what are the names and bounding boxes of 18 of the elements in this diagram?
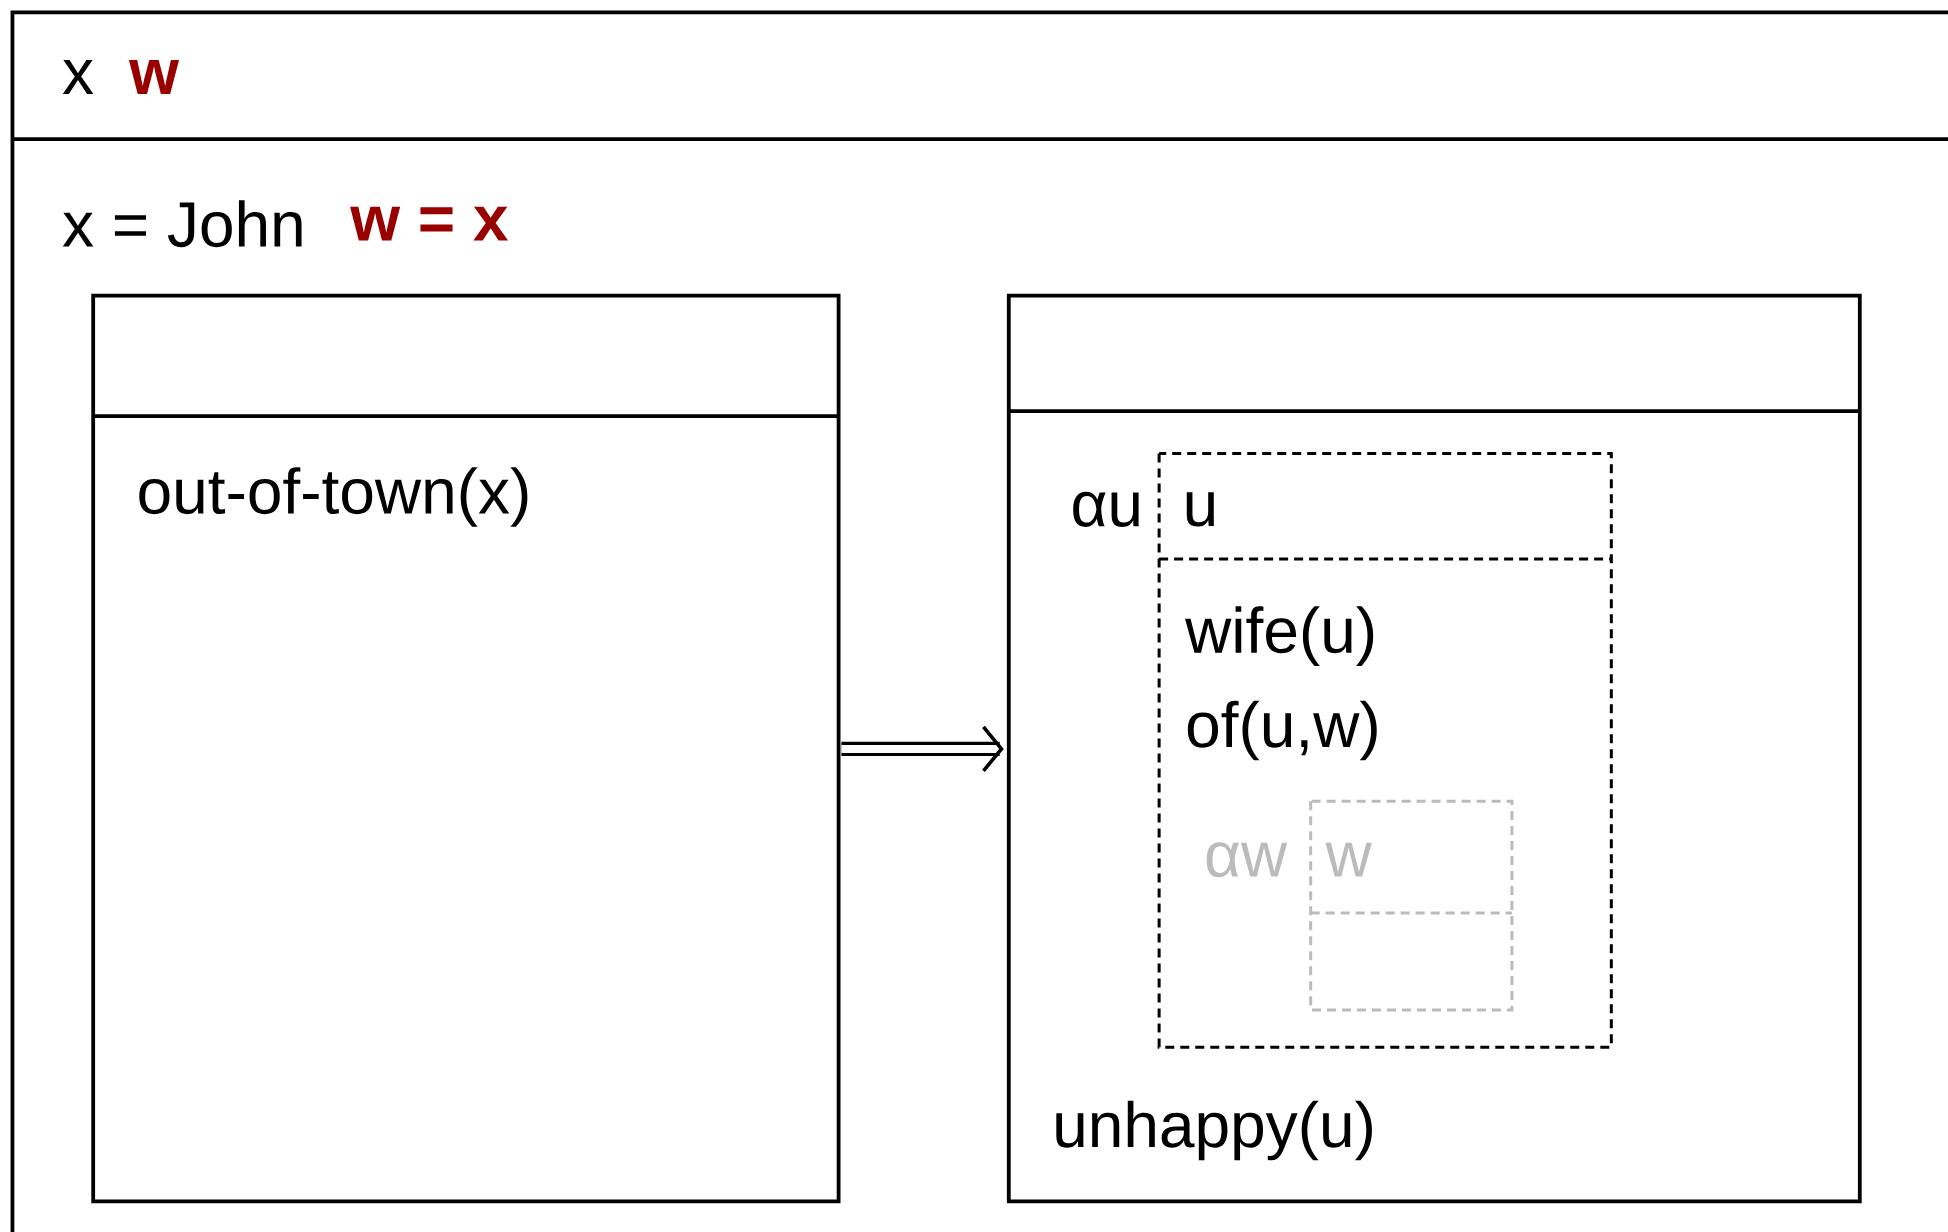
- referent-label: αu: [1073, 491, 1139, 527]
- formula-text: unhappy(u): [1056, 1100, 1372, 1161]
- formula-text: wife(u): [1185, 606, 1374, 666]
- formula-text: u: [1186, 491, 1214, 527]
- formula-text: x: [62, 59, 94, 94]
- formula-text: out-of-town(x): [139, 466, 528, 527]
- drs-box: [1006, 293, 1862, 1204]
- highlighted-formula: w: [128, 59, 180, 94]
- dashed-box: [1309, 799, 1514, 1012]
- formula-text: w: [1325, 842, 1372, 877]
- drs-box: [10, 10, 1948, 1232]
- dashed-box: [1157, 451, 1613, 1049]
- formula-text: of(u,w): [1187, 700, 1377, 761]
- drs-box: [91, 293, 841, 1204]
- formula-text: x = John: [62, 199, 302, 247]
- highlighted-formula: w = x: [350, 206, 509, 241]
- referent-label: αw: [1206, 842, 1288, 878]
- implication-arrow: [841, 725, 1004, 772]
